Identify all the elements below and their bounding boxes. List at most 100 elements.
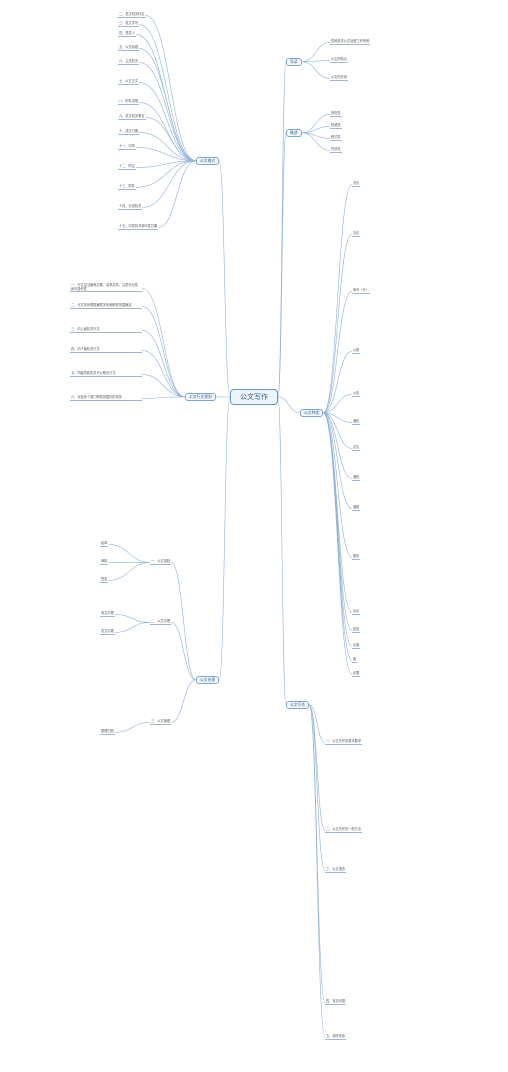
process-subitem[interactable]: 审核 [100, 559, 109, 565]
connector-line [308, 704, 326, 871]
format-item[interactable]: 十五、印发机关和印发日期 [118, 224, 159, 230]
process-subitem[interactable]: 发文办理 [100, 629, 115, 635]
rules-item[interactable]: 六、涉及多个部门职权范围内的事务 [70, 395, 142, 401]
connector-line [135, 160, 197, 188]
connector-line [141, 396, 186, 399]
branch-writing[interactable]: 公文写作 [286, 701, 310, 709]
connector-line [218, 160, 231, 398]
connector-line [114, 614, 151, 623]
connector-line [323, 291, 353, 414]
format-item[interactable]: 十二、附注 [118, 164, 136, 170]
connector-line [323, 412, 353, 509]
branch-process[interactable]: 公文处理 [196, 676, 220, 684]
overview-item[interactable]: 程式性 [330, 135, 342, 141]
process-item[interactable]: 二、公文办理 [150, 619, 172, 625]
type-item[interactable]: 公报 [352, 348, 361, 354]
writing-item[interactable]: 一、公文写作的基本要求 [325, 739, 363, 745]
process-item[interactable]: 三、公文管理 [150, 719, 172, 725]
connector-line [323, 394, 353, 414]
type-item[interactable]: 决议 [352, 181, 361, 187]
branch-intro[interactable]: 导读 [286, 58, 302, 66]
connector-line [141, 330, 186, 398]
overview-item[interactable]: 时效性 [330, 147, 342, 153]
connector-line [139, 62, 197, 162]
type-item[interactable]: 报告 [352, 554, 361, 560]
format-item[interactable]: 五、公文标题 [118, 45, 140, 51]
format-item[interactable]: 三、发文字号 [118, 21, 140, 27]
branch-rules[interactable]: 公文行文规则 [185, 393, 216, 401]
branch-format[interactable]: 公文格式 [196, 157, 220, 165]
process-subitem[interactable]: 整理归档 [100, 729, 115, 735]
process-subitem[interactable]: 起草 [100, 541, 109, 547]
format-item[interactable]: 十三、附件 [118, 184, 136, 190]
format-item[interactable]: 八、附件说明 [118, 99, 140, 105]
connector-line [218, 396, 231, 681]
connector-line [323, 412, 353, 479]
connector-line [108, 544, 151, 563]
type-item[interactable]: 请示 [352, 609, 361, 615]
connector-line [322, 412, 353, 613]
rules-item[interactable]: 四、向下级机关行文 [70, 347, 142, 353]
connector-line [145, 117, 197, 162]
connector-line [323, 351, 353, 414]
process-subitem[interactable]: 收文办理 [100, 611, 115, 617]
rules-item[interactable]: 五、同级党政机关可以联合行文 [70, 371, 142, 377]
branch-overview[interactable]: 概述 [286, 129, 302, 137]
connector-line [301, 126, 331, 134]
type-item[interactable]: 议案 [352, 643, 361, 649]
intro-item[interactable]: 党政机关公文处理工作条例 [330, 39, 371, 45]
connector-line [277, 396, 287, 706]
connector-line [135, 160, 197, 168]
rules-item[interactable]: 三、向上级机关行文 [70, 327, 142, 333]
intro-item[interactable]: 公文的作用 [330, 75, 348, 81]
writing-item[interactable]: 四、常见问题 [325, 999, 347, 1005]
connector-line [145, 15, 197, 162]
format-item[interactable]: 六、主送机关 [118, 59, 140, 65]
type-item[interactable]: 通报 [352, 505, 361, 511]
format-item[interactable]: 四、签发人 [118, 31, 136, 37]
type-item[interactable]: 决定 [352, 231, 361, 237]
intro-item[interactable]: 公文的特点 [330, 57, 348, 63]
type-item[interactable]: 公告 [352, 391, 361, 397]
connector-line [323, 412, 353, 558]
type-item[interactable]: 命令（令） [352, 288, 370, 294]
connector-line [142, 160, 197, 208]
type-item[interactable]: 函 [352, 657, 358, 663]
connector-line [322, 184, 353, 414]
type-item[interactable]: 批复 [352, 627, 361, 633]
format-item[interactable]: 十一、印章 [118, 144, 136, 150]
connector-line [323, 412, 353, 449]
connector-line [301, 132, 331, 151]
process-subitem[interactable]: 签发 [100, 577, 109, 583]
root-topic[interactable]: 公文写作 [230, 389, 278, 405]
writing-item[interactable]: 二、公文写作的一般方法 [325, 827, 363, 833]
rules-item[interactable]: 一、行文应当确有必要，讲求实效，注重针对性和可操作性 [70, 283, 142, 293]
connector-line [141, 287, 186, 398]
writing-item[interactable]: 五、修改完善 [325, 1034, 347, 1040]
connector-line [171, 679, 197, 723]
format-item[interactable]: 十四、抄送机关 [118, 204, 143, 210]
process-item[interactable]: 一、公文拟制 [150, 559, 172, 565]
connector-line [309, 704, 326, 743]
overview-item[interactable]: 权威性 [330, 123, 342, 129]
type-item[interactable]: 纪要 [352, 671, 361, 677]
connector-line [322, 234, 353, 414]
writing-item[interactable]: 三、公文语言 [325, 867, 347, 873]
format-item[interactable]: 十、成文日期 [118, 129, 140, 135]
connector-line [141, 350, 186, 398]
type-item[interactable]: 意见 [352, 445, 361, 451]
connector-line [171, 622, 197, 681]
format-item[interactable]: 二、发文机关标志 [118, 12, 146, 18]
connector-line [135, 147, 197, 162]
type-item[interactable]: 通知 [352, 475, 361, 481]
overview-item[interactable]: 规范性 [330, 111, 342, 117]
connector-line [301, 61, 331, 79]
connector-line [277, 61, 287, 398]
type-item[interactable]: 通告 [352, 419, 361, 425]
format-item[interactable]: 七、公文正文 [118, 79, 140, 85]
rules-item[interactable]: 二、行文关系根据隶属关系和职权范围确定 [70, 303, 142, 309]
format-item[interactable]: 九、发文机关署名 [118, 114, 146, 120]
connector-line [323, 412, 353, 423]
branch-types[interactable]: 公文种类 [300, 409, 324, 417]
